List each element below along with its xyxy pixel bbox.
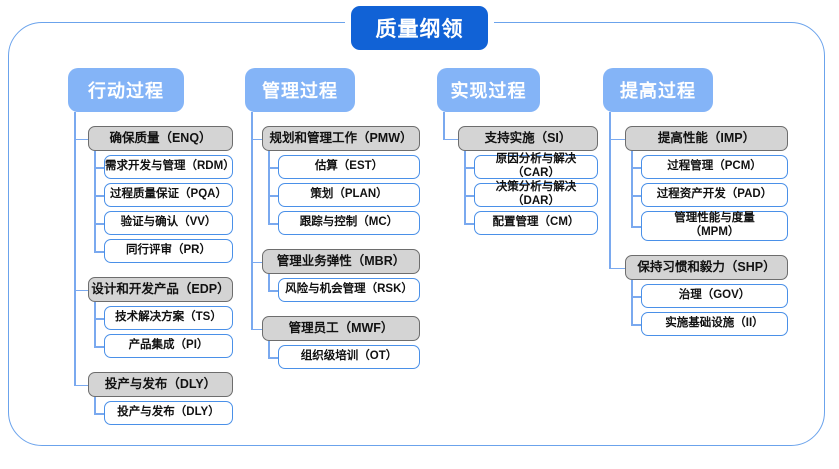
leaf-box-提高过程-1-1[interactable]: 过程管理（PCM） [641, 155, 788, 179]
connector-stub-leaf [94, 346, 104, 348]
group-box-管理过程-3[interactable]: 管理员工（MWF） [262, 316, 420, 341]
group-box-行动过程-3[interactable]: 投产与发布（DLY） [88, 372, 233, 397]
connector-spine-group [268, 151, 270, 223]
leaf-box-实现过程-1-3[interactable]: 配置管理（CM） [474, 211, 598, 235]
connector-spine-group [631, 280, 633, 324]
group-box-提高过程-2[interactable]: 保持习惯和毅力（SHP） [625, 255, 788, 280]
connector-stub-leaf [268, 223, 278, 225]
connector-stub-leaf [631, 226, 641, 228]
connector-stub-leaf [464, 195, 474, 197]
connector-spine-group [464, 151, 466, 223]
connector-stub-group [251, 328, 262, 330]
leaf-box-行动过程-1-2[interactable]: 过程质量保证（PQA） [104, 183, 233, 207]
leaf-box-管理过程-1-1[interactable]: 估算（EST） [278, 155, 420, 179]
connector-spine-group [94, 397, 96, 413]
leaf-box-管理过程-2-1[interactable]: 风险与机会管理（RSK） [278, 278, 420, 302]
diagram-title: 质量纲领 [351, 6, 488, 50]
connector-stub-leaf [631, 324, 641, 326]
connector-spine-column-4 [609, 112, 611, 268]
connector-spine-column-1 [74, 112, 76, 385]
column-header-2[interactable]: 管理过程 [245, 68, 355, 112]
group-box-行动过程-2[interactable]: 设计和开发产品（EDP） [88, 277, 233, 302]
connector-spine-column-2 [251, 112, 253, 329]
connector-spine-group [268, 341, 270, 357]
leaf-box-提高过程-2-1[interactable]: 治理（GOV） [641, 284, 788, 308]
leaf-box-提高过程-1-2[interactable]: 过程资产开发（PAD） [641, 183, 788, 207]
connector-stub-leaf [94, 195, 104, 197]
connector-stub-leaf [631, 167, 641, 169]
group-box-管理过程-2[interactable]: 管理业务弹性（MBR） [262, 249, 420, 274]
column-header-3[interactable]: 实现过程 [437, 68, 540, 112]
column-header-1[interactable]: 行动过程 [68, 68, 184, 112]
connector-stub-leaf [268, 290, 278, 292]
connector-stub-group [609, 267, 625, 269]
leaf-box-行动过程-3-1[interactable]: 投产与发布（DLY） [104, 401, 233, 425]
connector-stub-group [251, 261, 262, 263]
leaf-box-提高过程-1-3[interactable]: 管理性能与度量 （MPM） [641, 211, 788, 241]
connector-spine-group [268, 274, 270, 290]
connector-stub-leaf [94, 318, 104, 320]
column-header-4[interactable]: 提高过程 [603, 68, 713, 112]
connector-stub-leaf [94, 251, 104, 253]
connector-stub-group [609, 138, 625, 140]
leaf-box-行动过程-1-3[interactable]: 验证与确认（VV） [104, 211, 233, 235]
connector-stub-leaf [268, 167, 278, 169]
connector-stub-group [74, 384, 88, 386]
connector-stub-leaf [631, 296, 641, 298]
leaf-box-行动过程-2-1[interactable]: 技术解决方案（TS） [104, 306, 233, 330]
connector-stub-leaf [94, 413, 104, 415]
connector-stub-group [251, 138, 262, 140]
connector-stub-group [74, 138, 88, 140]
diagram-title-label: 质量纲领 [375, 18, 464, 41]
connector-stub-group [443, 138, 458, 140]
leaf-box-行动过程-2-2[interactable]: 产品集成（PI） [104, 334, 233, 358]
leaf-box-管理过程-1-2[interactable]: 策划（PLAN） [278, 183, 420, 207]
group-box-管理过程-1[interactable]: 规划和管理工作（PMW） [262, 126, 420, 151]
leaf-box-管理过程-3-1[interactable]: 组织级培训（OT） [278, 345, 420, 369]
connector-stub-leaf [464, 167, 474, 169]
group-box-行动过程-1[interactable]: 确保质量（ENQ） [88, 126, 233, 151]
connector-spine-group [94, 302, 96, 346]
leaf-box-提高过程-2-2[interactable]: 实施基础设施（II） [641, 312, 788, 336]
connector-spine-group [631, 151, 633, 226]
leaf-box-管理过程-1-3[interactable]: 跟踪与控制（MC） [278, 211, 420, 235]
leaf-box-实现过程-1-1[interactable]: 原因分析与解决（CAR） [474, 153, 598, 179]
group-box-实现过程-1[interactable]: 支持实施（SI） [458, 126, 598, 151]
connector-stub-leaf [464, 223, 474, 225]
group-box-提高过程-1[interactable]: 提高性能（IMP） [625, 126, 788, 151]
connector-stub-leaf [268, 195, 278, 197]
connector-stub-group [74, 289, 88, 291]
connector-stub-leaf [268, 357, 278, 359]
connector-stub-leaf [94, 223, 104, 225]
connector-spine-column-3 [443, 112, 445, 139]
connector-spine-group [94, 151, 96, 251]
leaf-box-行动过程-1-1[interactable]: 需求开发与管理（RDM） [104, 155, 235, 179]
leaf-box-实现过程-1-2[interactable]: 决策分析与解决（DAR） [474, 181, 598, 207]
leaf-box-行动过程-1-4[interactable]: 同行评审（PR） [104, 239, 233, 263]
connector-stub-leaf [94, 167, 104, 169]
connector-stub-leaf [631, 195, 641, 197]
